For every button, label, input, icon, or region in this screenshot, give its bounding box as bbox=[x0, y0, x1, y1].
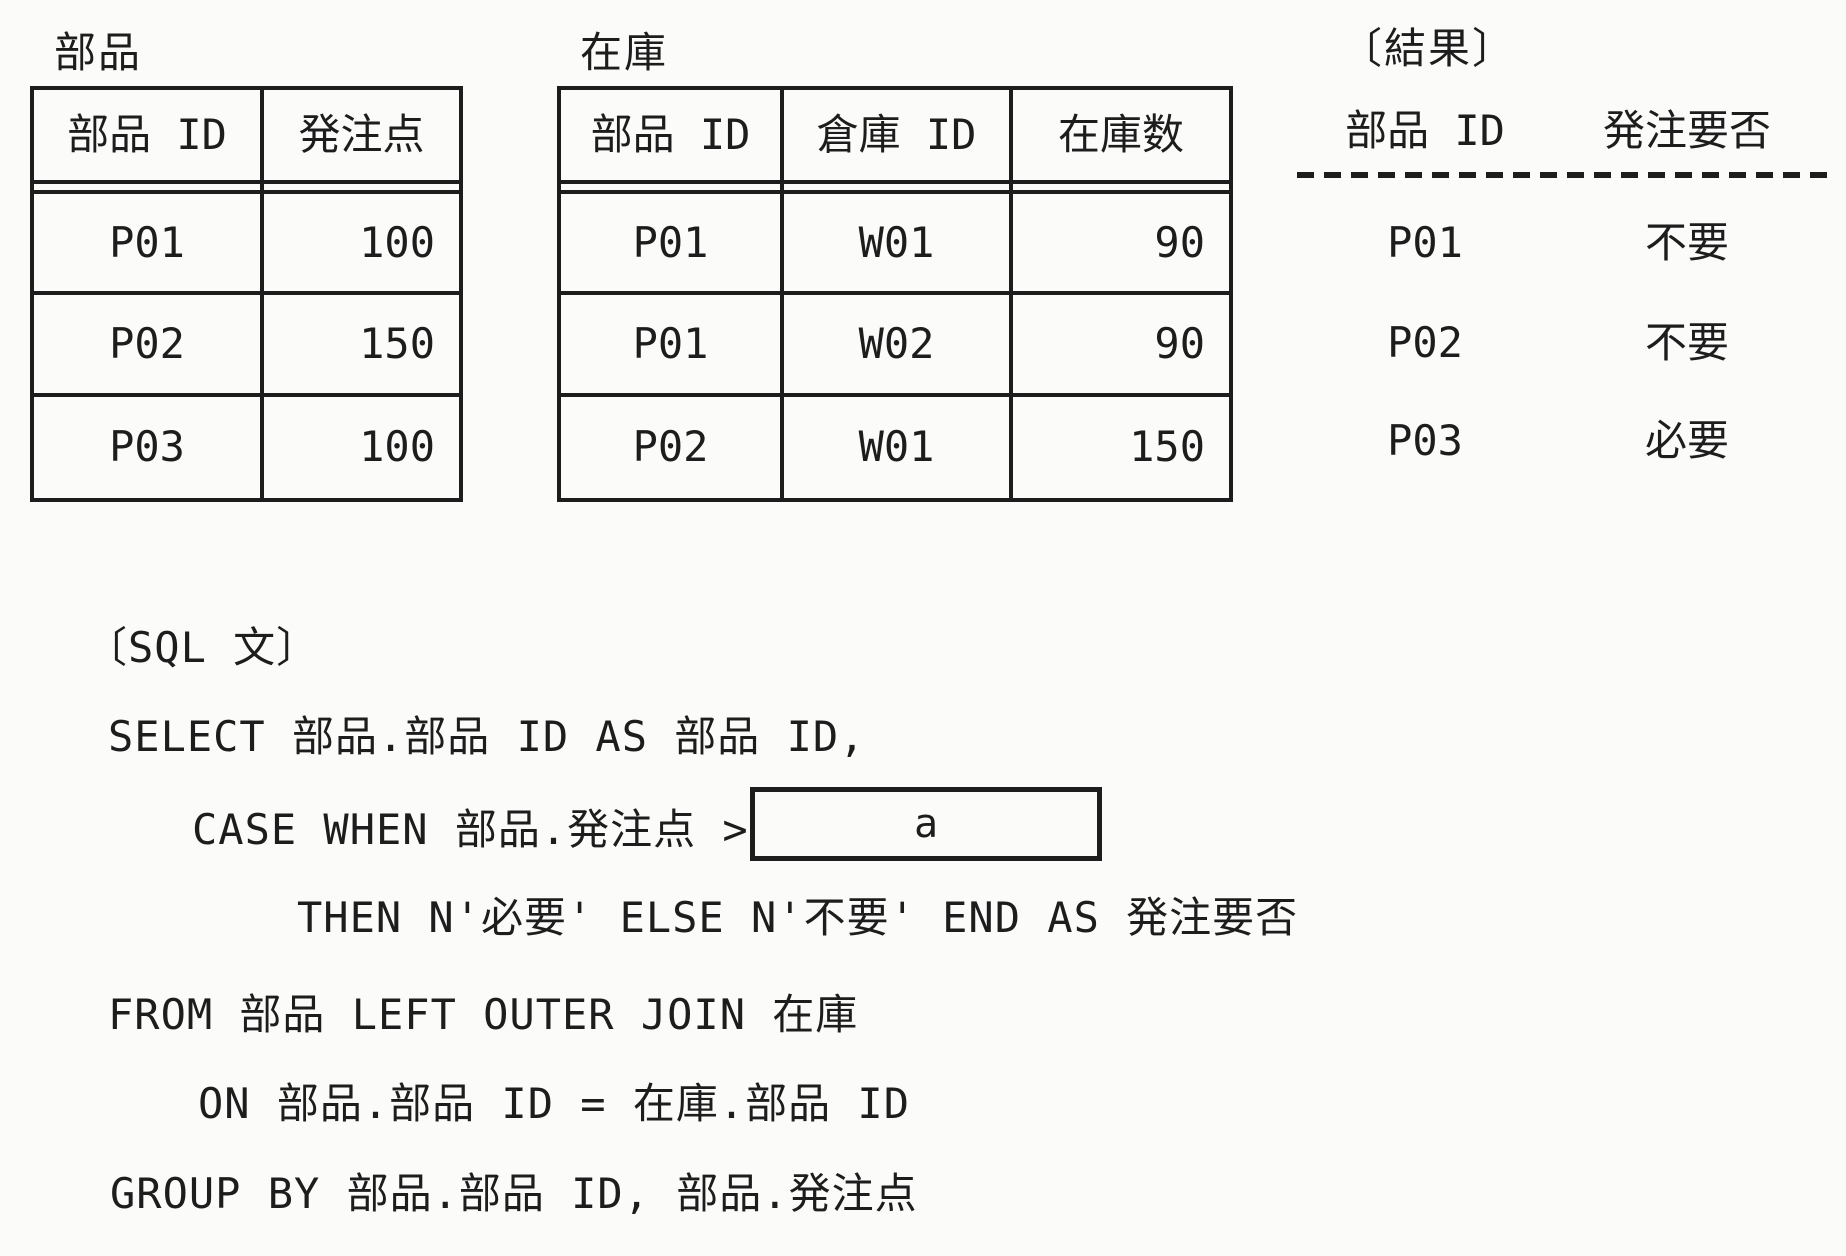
result-col-header-order-needed: 発注要否 bbox=[1602, 106, 1771, 155]
stock-cell: P02 bbox=[561, 396, 784, 498]
sql-then-line: THEN N'必要' ELSE N'不要' END AS 発注要否 bbox=[297, 893, 1299, 942]
parts-cell: P03 bbox=[34, 396, 264, 498]
result-cell: 不要 bbox=[1644, 318, 1729, 367]
stock-col-header-part-id: 部品 ID bbox=[561, 90, 784, 184]
result-cell: P03 bbox=[1387, 416, 1463, 465]
stock-cell: 150 bbox=[1129, 422, 1205, 472]
stock-cell: 90 bbox=[1013, 194, 1229, 296]
result-cell: 必要 bbox=[1644, 416, 1729, 465]
parts-cell: P01 bbox=[34, 194, 264, 296]
stock-table: 部品 ID 倉庫 ID 在庫数 P01 W01 90 P01 W02 90 P0… bbox=[557, 86, 1233, 502]
sql-case-line: CASE WHEN 部品.発注点 > bbox=[192, 805, 749, 854]
result-cell: P01 bbox=[1387, 218, 1463, 267]
sql-from-line: FROM 部品 LEFT OUTER JOIN 在庫 bbox=[108, 990, 859, 1039]
stock-cell: W01 bbox=[784, 396, 1013, 498]
sql-section-title: 〔SQL 文〕 bbox=[85, 623, 320, 672]
stock-header-separator bbox=[784, 184, 1013, 194]
stock-table-title: 在庫 bbox=[580, 28, 669, 77]
answer-blank-label: a bbox=[913, 801, 939, 847]
result-cell: 不要 bbox=[1644, 218, 1729, 267]
result-cell: P02 bbox=[1387, 318, 1463, 367]
parts-cell: 100 bbox=[264, 194, 459, 296]
stock-col-header-warehouse-id: 倉庫 ID bbox=[784, 90, 1013, 184]
result-header-dashed-rule bbox=[1297, 172, 1831, 178]
result-col-header-part-id: 部品 ID bbox=[1345, 106, 1505, 155]
stock-cell: P01 bbox=[561, 194, 784, 296]
sql-select-line: SELECT 部品.部品 ID AS 部品 ID, bbox=[108, 712, 866, 761]
parts-table-title: 部品 bbox=[54, 28, 143, 77]
sql-on-line: ON 部品.部品 ID = 在庫.部品 ID bbox=[198, 1079, 911, 1128]
stock-header-separator bbox=[1013, 184, 1229, 194]
parts-header-separator bbox=[264, 184, 459, 194]
parts-header-separator bbox=[34, 184, 264, 194]
sql-group-by-line: GROUP BY 部品.部品 ID, 部品.発注点 bbox=[110, 1169, 918, 1218]
stock-cell: P01 bbox=[561, 295, 784, 397]
answer-blank-box-a: a bbox=[750, 787, 1102, 861]
parts-col-header-reorder-point: 発注点 bbox=[264, 90, 459, 184]
parts-cell: 150 bbox=[264, 295, 459, 397]
stock-cell: W01 bbox=[784, 194, 1013, 296]
parts-cell: 100 bbox=[359, 422, 435, 472]
parts-cell: P02 bbox=[34, 295, 264, 397]
stock-cell: W02 bbox=[784, 295, 1013, 397]
result-title: 〔結果〕 bbox=[1340, 24, 1517, 73]
parts-table: 部品 ID 発注点 P01 100 P02 150 P03 100 bbox=[30, 86, 463, 502]
stock-header-separator bbox=[561, 184, 784, 194]
parts-col-header-id: 部品 ID bbox=[34, 90, 264, 184]
stock-col-header-quantity: 在庫数 bbox=[1013, 90, 1229, 184]
stock-cell: 90 bbox=[1013, 295, 1229, 397]
